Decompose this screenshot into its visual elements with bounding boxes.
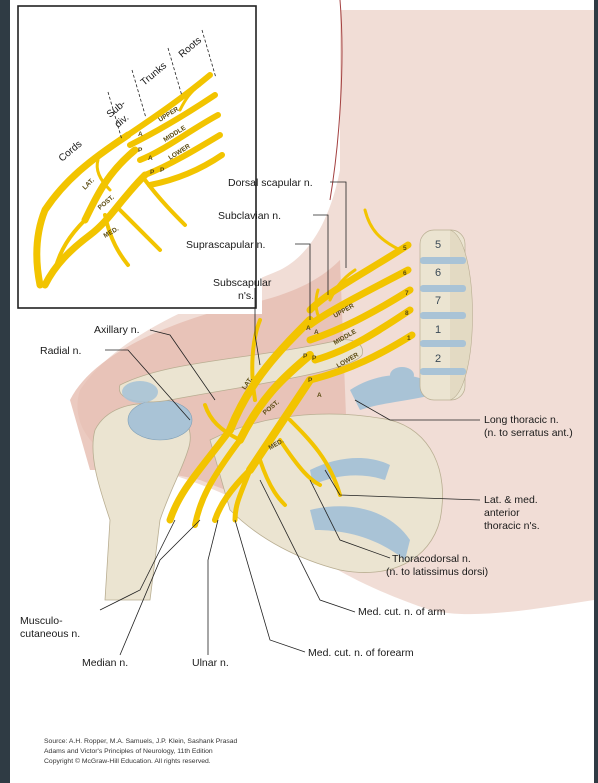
inset-division-2: P [138, 147, 143, 154]
vertebra-t2-label: 2 [435, 353, 441, 365]
division-letter-3: P [303, 353, 308, 360]
ulnar-label: Ulnar n. [192, 657, 229, 669]
vertebra-t1-label: 1 [435, 324, 441, 336]
root-t1-label: 1 [407, 335, 411, 342]
inset-division-3: A [148, 155, 153, 162]
acromion-cartilage [122, 381, 158, 403]
lat-med-label-2: anterior [484, 507, 520, 519]
source-line-2: Adams and Victor's Principles of Neurolo… [44, 747, 404, 757]
brachial-plexus-illustration: 5 6 7 1 2 UPPER MIDDLE LOWER LAT. POST. … [10, 0, 594, 783]
inset-division-5: P [160, 167, 165, 174]
root-c6-label: 6 [403, 270, 407, 277]
root-c7-label: 7 [405, 290, 409, 297]
division-letter-5: P [308, 377, 313, 384]
thoracodorsal-label-1: Thoracodorsal n. [392, 553, 471, 565]
root-c5-label: 5 [403, 245, 407, 252]
source-line-1: Source: A.H. Ropper, M.A. Samuels, J.P. … [44, 737, 404, 747]
vertebra-c6-label: 6 [435, 267, 441, 279]
musculocutaneous-label-1: Musculo- [20, 615, 63, 627]
musculocutaneous-label-2: cutaneous n. [20, 628, 80, 640]
inset-division-1: A [138, 131, 143, 138]
lat-med-label-1: Lat. & med. [484, 494, 538, 506]
thoracodorsal-label-2: (n. to latissimus dorsi) [386, 566, 488, 578]
root-c8-label: 8 [405, 310, 409, 317]
source-line-3: Copyright © McGraw-Hill Education. All r… [44, 757, 404, 767]
vertebra-c5-label: 5 [435, 239, 441, 251]
division-letter-4: P [312, 355, 317, 362]
division-letter-1: A [306, 325, 311, 332]
figure-panel: 5 6 7 1 2 UPPER MIDDLE LOWER LAT. POST. … [10, 0, 594, 783]
radial-label: Radial n. [40, 345, 81, 357]
suprascapular-label: Suprascapular n. [186, 239, 265, 251]
long-thoracic-label-1: Long thoracic n. [484, 414, 559, 426]
vertebra-c7-label: 7 [435, 295, 441, 307]
inset-division-4: P [150, 169, 155, 176]
lat-med-label-3: thoracic n's. [484, 520, 540, 532]
subscapular-label-1: Subscapular [213, 277, 272, 289]
subclavian-label: Subclavian n. [218, 210, 281, 222]
med-cut-arm-label: Med. cut. n. of arm [358, 606, 446, 618]
long-thoracic-label-2: (n. to serratus ant.) [484, 427, 573, 439]
source-citation: Source: A.H. Ropper, M.A. Samuels, J.P. … [44, 737, 404, 767]
med-cut-forearm-label: Med. cut. n. of forearm [308, 647, 414, 659]
division-letter-6: A [317, 392, 322, 399]
humeral-head-cartilage [128, 400, 192, 440]
axillary-label: Axillary n. [94, 324, 140, 336]
median-label: Median n. [82, 657, 128, 669]
subscapular-label-2: n's. [238, 290, 254, 302]
dorsal-scapular-label: Dorsal scapular n. [228, 177, 313, 189]
division-letter-2: A [314, 329, 319, 336]
